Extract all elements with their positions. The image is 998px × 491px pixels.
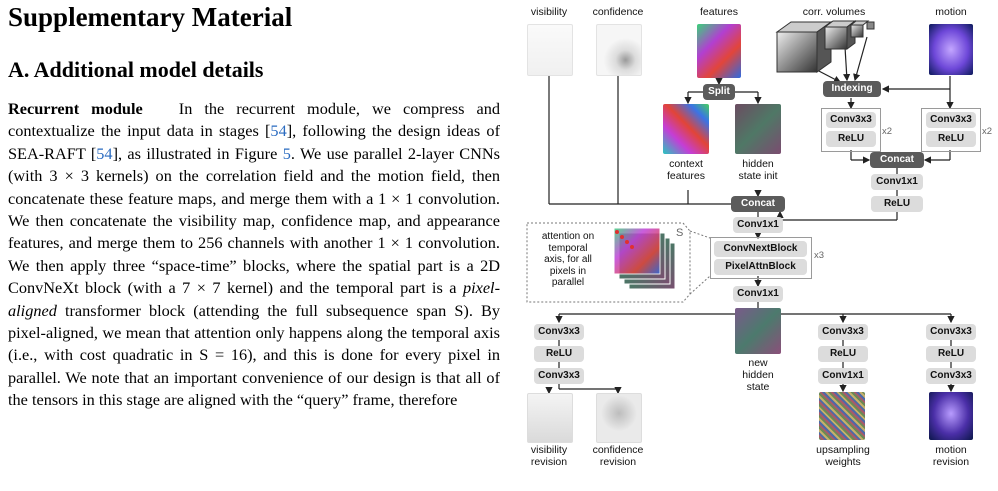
citation-link[interactable]: 54 (96, 143, 113, 163)
main-concat-block: Concat (731, 196, 785, 212)
post-conv1x1-block: Conv1x1 (733, 286, 783, 302)
motion-repeat-x2: x2 (982, 126, 993, 137)
features-label: features (700, 6, 738, 18)
figure-connectors (526, 20, 955, 395)
architecture-figure: visibility confidence features corr. vol… (505, 0, 998, 491)
upsampling-weights-thumbnail (819, 392, 865, 440)
visibility-label: visibility (530, 6, 568, 18)
section-heading: A. Additional model details (8, 57, 264, 82)
ups-conv3x3-block: Conv3x3 (818, 324, 868, 340)
motion-conv3x3-block: Conv3x3 (926, 112, 976, 128)
pixel-attn-block: PixelAttnBlock (714, 259, 807, 275)
motion-thumbnail (929, 24, 973, 75)
hidden-state-init-thumbnail (735, 104, 781, 154)
features-thumbnail (697, 24, 741, 78)
ups-relu-block: ReLU (818, 346, 868, 362)
italic-term: pixel-aligned (8, 278, 500, 320)
confidence-label: confidence (592, 6, 644, 18)
vis-relu-block: ReLU (534, 346, 584, 362)
indexing-block: Indexing (823, 81, 881, 97)
space-time-repeat-x3: x3 (814, 250, 825, 261)
paragraph-text-1: In the recurrent module, we compress and… (8, 99, 500, 141)
citation-link[interactable]: 54 (270, 121, 287, 141)
body-paragraph: Recurrent module In the recurrent module… (8, 98, 500, 491)
corr-conv3x3-block: Conv3x3 (826, 112, 876, 128)
motion-relu-out-block: ReLU (871, 196, 923, 212)
paragraph-heading: Recurrent module (8, 99, 143, 118)
motion-concat-block: Concat (870, 152, 924, 168)
corr-repeat-x2: x2 (882, 126, 893, 137)
paragraph-text-2: ], following the design ideas of SEA-RAF… (8, 121, 500, 163)
paragraph-text-3: ], as illustrated in Figure (112, 143, 283, 163)
motion-rev-conv3x3-out-block: Conv3x3 (926, 368, 976, 384)
motion-revision-thumbnail (929, 392, 973, 440)
page-title: Supplementary Material (8, 2, 293, 32)
corr-conv-group (821, 108, 881, 152)
confidence-revision-thumbnail (596, 393, 642, 443)
visibility-thumbnail (527, 24, 573, 76)
motion-rev-relu-block: ReLU (926, 346, 976, 362)
ups-conv1x1-block: Conv1x1 (818, 368, 868, 384)
context-features-thumbnail (663, 104, 709, 154)
main-conv1x1-block: Conv1x1 (733, 217, 783, 233)
paragraph-text-5: transformer block (attending the full su… (8, 300, 500, 410)
paragraph-text-4: . We use parallel 2-layer CNNs (with 3 ×… (8, 143, 500, 298)
motion-relu-block: ReLU (926, 131, 976, 147)
space-time-group (710, 237, 812, 279)
split-block: Split (703, 84, 735, 100)
subsequence-span-s: S (676, 227, 684, 239)
visibility-revision-thumbnail (527, 393, 573, 443)
vis-conv3x3-block: Conv3x3 (534, 324, 584, 340)
motion-rev-conv3x3-block: Conv3x3 (926, 324, 976, 340)
confidence-thumbnail (596, 24, 642, 76)
motion-label: motion (935, 6, 967, 18)
convnext-block: ConvNextBlock (714, 241, 807, 257)
corr-volumes-label: corr. volumes (802, 6, 866, 18)
vis-conv3x3-out-block: Conv3x3 (534, 368, 584, 384)
corr-volume-cubes (775, 20, 875, 73)
corr-relu-block: ReLU (826, 131, 876, 147)
figure-link[interactable]: 5 (282, 143, 291, 163)
motion-conv-group (921, 108, 981, 152)
attention-frame-stack (613, 227, 676, 290)
motion-conv1x1-block: Conv1x1 (871, 174, 923, 190)
new-hidden-state-thumbnail (735, 308, 781, 354)
